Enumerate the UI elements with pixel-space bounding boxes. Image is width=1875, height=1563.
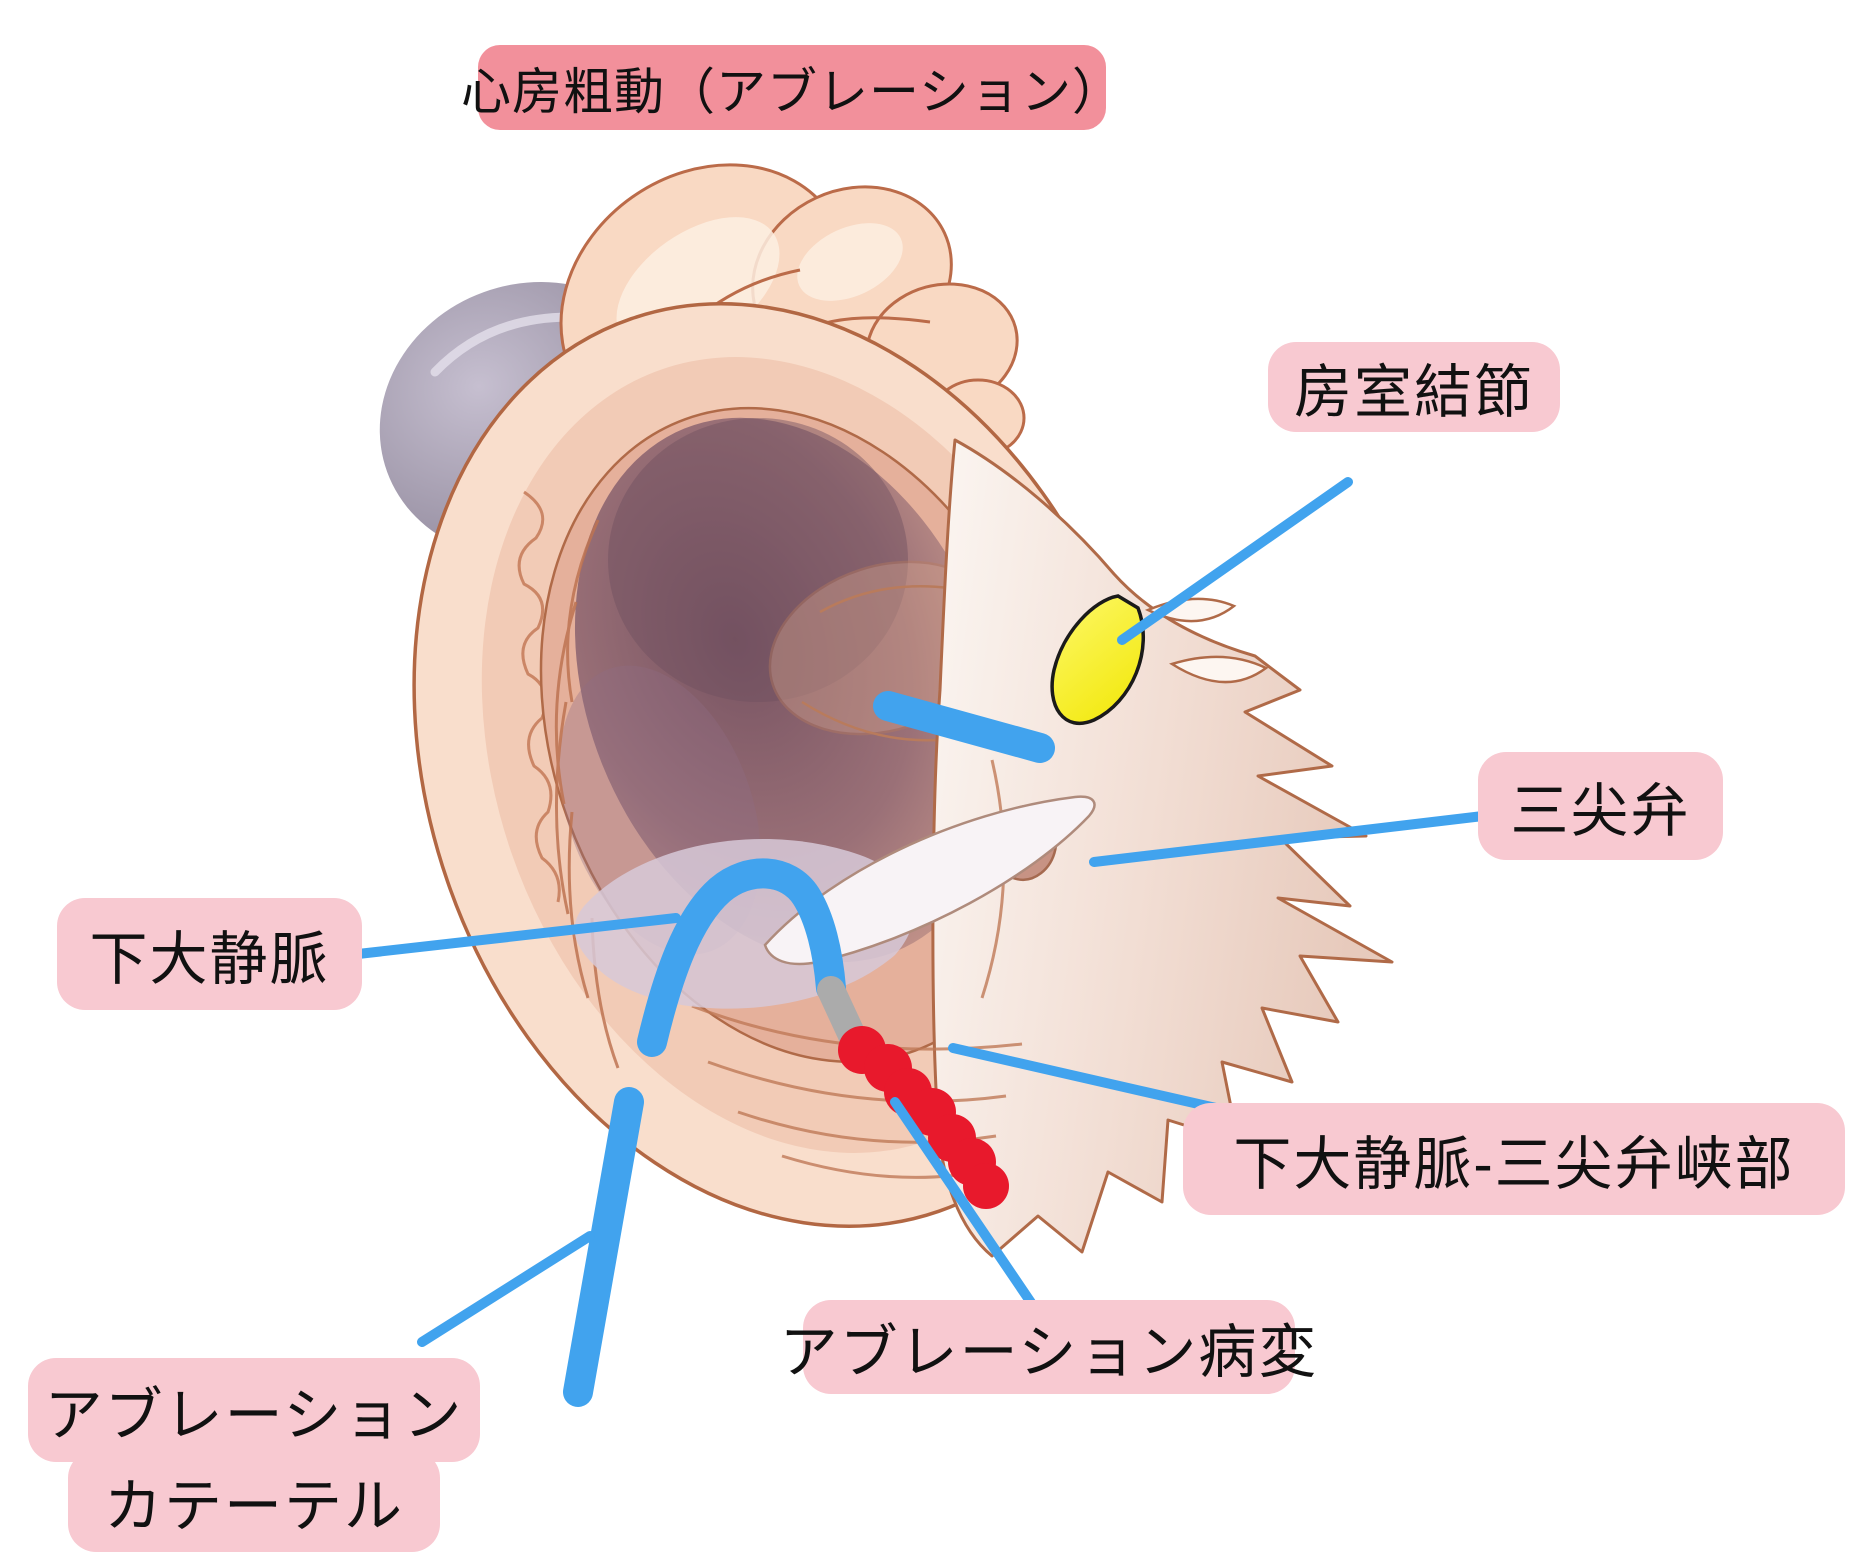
leader-line-tricuspid [1089,811,1488,867]
label-ablation-catheter-line1-text: アブレーション [44,1383,464,1448]
label-cavotricuspid-isthmus: 下大静脈-三尖弁峡部 [1183,1103,1845,1215]
catheter-proximal-segment [873,691,1055,763]
label-ablation-lesion: アブレーション病変 [780,1300,1316,1394]
label-av-node: 房室結節 [1268,342,1560,432]
av-node-shape [1050,594,1145,726]
label-av-node-text: 房室結節 [1293,360,1534,425]
label-tricuspid-valve: 三尖弁 [1478,752,1723,860]
ablation-catheter-shape [637,858,846,1057]
catheter-external-shaft [563,1087,644,1407]
label-inferior-vena-cava: 下大静脈 [57,898,362,1010]
label-tricuspid-valve-text: 三尖弁 [1510,779,1691,844]
label-inferior-vena-cava-text: 下大静脈 [89,927,330,992]
leader-lines [353,477,1488,1347]
label-ablation-catheter-line2: カテーテル [68,1450,440,1552]
leader-line-catheter [417,1231,595,1347]
label-ablation-catheter-line1: アブレーション [28,1358,480,1462]
label-ablation-catheter-line2-text: カテーテル [103,1474,404,1539]
label-ablation-lesion-text: アブレーション病変 [779,1320,1319,1385]
diagram-title: 心房粗動（アブレーション） [461,45,1122,130]
label-cavotricuspid-isthmus-text: 下大静脈-三尖弁峡部 [1233,1132,1795,1197]
ablation-lesion-dots [838,1026,1009,1209]
leader-line-av-node [1117,477,1353,645]
leader-line-lesion [890,1097,1037,1309]
diagram-title-text: 心房粗動（アブレーション） [461,63,1123,120]
leader-line-ivc [353,913,681,959]
leader-line-isthmus [948,1043,1221,1113]
valve-membrane [931,438,1394,1258]
label-ablation-catheter: アブレーション カテーテル [28,1358,480,1552]
